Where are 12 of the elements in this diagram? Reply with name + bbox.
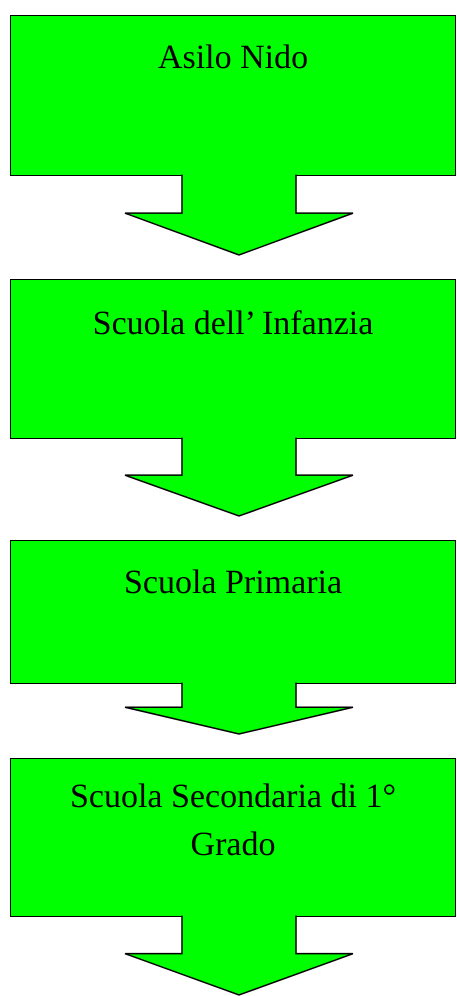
box-label: Scuola Primaria: [122, 563, 344, 603]
block-arrow: [124, 174, 354, 256]
block-arrow: [124, 436, 354, 517]
process-box: [10, 758, 456, 917]
block-arrow: [124, 682, 354, 735]
box-label: Asilo Nido: [156, 38, 310, 78]
process-box: [10, 279, 456, 439]
process-box: [10, 15, 456, 176]
box-label: Scuola Secondaria di 1° Grado: [68, 777, 398, 865]
process-box: [10, 540, 456, 684]
box-label: Scuola dell’ Infanzia: [92, 304, 374, 344]
block-arrow: [124, 914, 354, 996]
